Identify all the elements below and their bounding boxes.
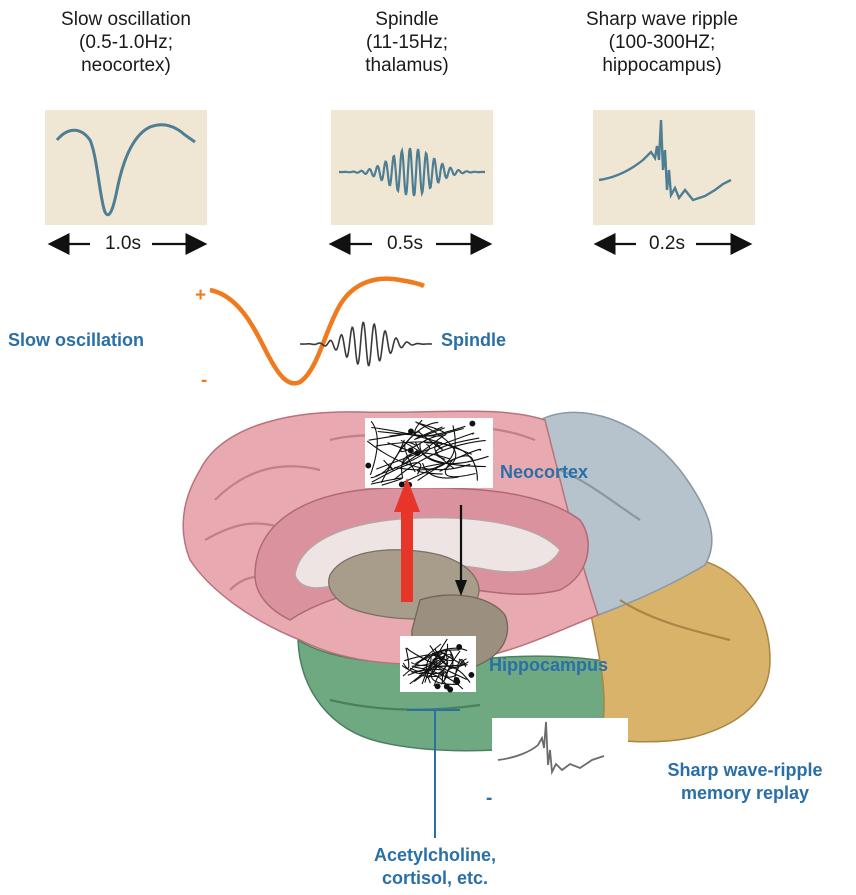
swr-label: Sharp wave-ripple memory replay — [640, 760, 850, 804]
modulators-label: Acetylcholine, cortisol, etc. — [350, 845, 520, 889]
hippocampus-label: Hippocampus — [489, 655, 608, 676]
neocortex-label: Neocortex — [500, 462, 588, 483]
modulators-line1: Acetylcholine, — [350, 845, 520, 866]
inhibition-minus: - — [486, 788, 492, 810]
swr-label-line1: Sharp wave-ripple — [640, 760, 850, 781]
hippocampus-neuron-inset — [400, 636, 476, 692]
swr-trace-inset — [492, 718, 628, 778]
neocortex-neuron-inset — [365, 418, 493, 488]
swr-label-line2: memory replay — [640, 783, 850, 804]
modulators-line2: cortisol, etc. — [350, 868, 520, 889]
